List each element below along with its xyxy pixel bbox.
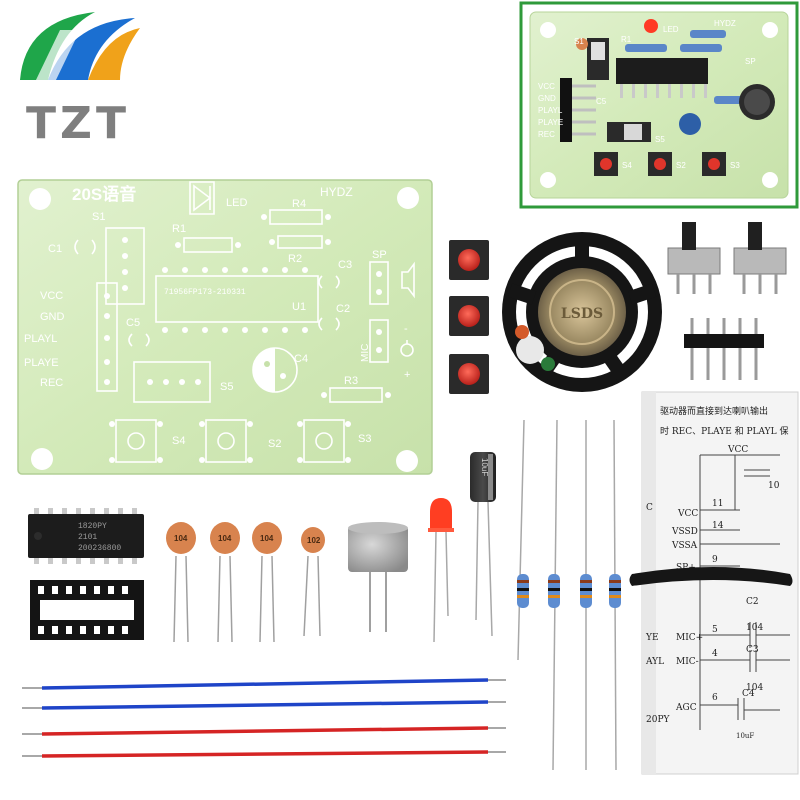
electrolytic-capacitor [470, 452, 496, 637]
pcb-pin-rec: REC [40, 377, 63, 389]
pcb-r1-label: R1 [172, 223, 186, 235]
pcb-r4-label: R4 [292, 198, 306, 210]
schematic-pin-4-name: MIC- [676, 657, 699, 667]
rubber-band [629, 567, 793, 586]
inset-sp-label: SP [745, 57, 756, 66]
schematic-frag-ye: YE [645, 633, 659, 643]
pcb-minus-label: - [404, 323, 408, 335]
inset-pin-rec: REC [538, 130, 555, 139]
brand-logo-text: TZT [26, 98, 130, 149]
schematic-c2-value: 104 [746, 623, 763, 633]
pcb-r3-label: R3 [344, 375, 358, 387]
schematic-pin-14-num: 14 [712, 521, 724, 531]
pcb-led-label: LED [226, 197, 247, 209]
pcb-plus-label: + [404, 369, 410, 381]
ic-socket [30, 580, 144, 640]
schematic-frag-20py: 20PY [646, 715, 671, 725]
pcb-pin-playe: PLAYE [24, 357, 59, 369]
cap-code-3: 104 [260, 534, 274, 543]
pcb-c4-label: C4 [294, 353, 308, 365]
pcb-title: 20S语音 [72, 184, 136, 204]
slide-switches [667, 222, 787, 294]
inset-brand-label: HYDZ [714, 19, 736, 28]
pcb-r2-label: R2 [288, 253, 302, 265]
ic-chip [28, 508, 144, 564]
pcb-s5-label: S5 [220, 381, 233, 393]
cap-code-small: 102 [307, 536, 321, 545]
inset-r1-label: R1 [621, 35, 632, 44]
pcb-s3-label: S3 [358, 433, 371, 445]
main-pcb [17, 179, 433, 475]
inset-pin-gnd: GND [538, 94, 556, 103]
red-led [428, 498, 454, 643]
brand-logo [20, 12, 140, 82]
pcb-c2-label: C2 [336, 303, 350, 315]
schematic-pin-6-name: AGC [675, 703, 697, 713]
schematic-frag-c: C [646, 503, 653, 513]
schematic-vcc-top: VCC [727, 445, 748, 455]
inset-s1-label: S1 [574, 37, 584, 46]
schematic-c2-name: C2 [746, 597, 759, 607]
pcb-pin-vcc: VCC [40, 290, 63, 302]
pcb-c5-label: C5 [126, 317, 140, 329]
schematic-pin-5-num: 5 [712, 625, 718, 635]
schematic-pin-4-num: 4 [712, 649, 718, 659]
schematic-cn-line2: 时 REC、PLAYE 和 PLAYL 保 [660, 425, 788, 437]
pcb-s2-label: S2 [268, 438, 281, 450]
pcb-chip-marking: 71956FP173-210331 [164, 288, 246, 297]
pcb-s1-label: S1 [92, 211, 105, 223]
schematic-pin-5-name: MIC+ [676, 633, 703, 643]
pcb-pin-playl: PLAYL [24, 333, 57, 345]
inset-s4-label: S4 [622, 161, 632, 170]
microphone [348, 522, 408, 632]
pcb-mic-label: MIC [360, 344, 371, 362]
schematic-pin-6-num: 6 [712, 693, 718, 703]
pcb-sp-label: SP [372, 249, 387, 261]
schematic-pin-11-num: 11 [712, 499, 723, 509]
cap-code-2: 104 [218, 534, 232, 543]
schematic-pin-11-name: VCC [677, 509, 698, 519]
schematic-c3-name: C3 [746, 645, 759, 655]
speaker [502, 232, 662, 392]
inset-led-label: LED [663, 25, 679, 34]
chip-marking-line1: 1820PY [78, 522, 107, 531]
cap-code-1: 104 [174, 534, 188, 543]
pcb-u1-label: U1 [292, 301, 306, 313]
inset-s2-label: S2 [676, 161, 686, 170]
pin-header [684, 318, 764, 380]
speaker-label: LSDS [561, 306, 603, 322]
inset-s5-label: S5 [655, 135, 665, 144]
inset-pin-playl: PLAYL [538, 106, 563, 115]
schematic-cn-line1: 驱动器而直接到达喇叭输出 [660, 405, 768, 417]
pcb-s4-label: S4 [172, 435, 185, 447]
pcb-brand-label: HYDZ [320, 185, 353, 199]
jumper-wires [22, 678, 506, 758]
schematic-c3-value: 104 [746, 683, 763, 693]
schematic-right-fragment: 10 [768, 481, 780, 491]
schematic-frag-ayl: AYL [645, 657, 664, 667]
chip-marking-line2: 2101 [78, 533, 97, 542]
schematic-c4-name: C4 [742, 689, 755, 699]
resistors [517, 419, 621, 771]
inset-c5-label: C5 [596, 97, 607, 106]
pcb-c3-label: C3 [338, 259, 352, 271]
schematic-pin-9-num: 9 [712, 555, 718, 565]
inset-s3-label: S3 [730, 161, 740, 170]
schematic-pin-14-name: VSSD [671, 527, 698, 537]
pcb-pin-gnd: GND [40, 311, 65, 323]
inset-photo [519, 1, 799, 209]
schematic-c4-value: 10uF [736, 732, 754, 740]
pcb-c1-label: C1 [48, 243, 62, 255]
ceramic-capacitors [166, 522, 325, 643]
schematic-vssa-name: VSSA [671, 541, 698, 551]
inset-pin-playe: PLAYE [538, 118, 563, 127]
inset-pin-vcc: VCC [538, 82, 555, 91]
push-buttons [449, 240, 489, 394]
chip-marking-line3: 200236800 [78, 544, 121, 553]
electrolytic-label: 10uF [480, 458, 489, 476]
